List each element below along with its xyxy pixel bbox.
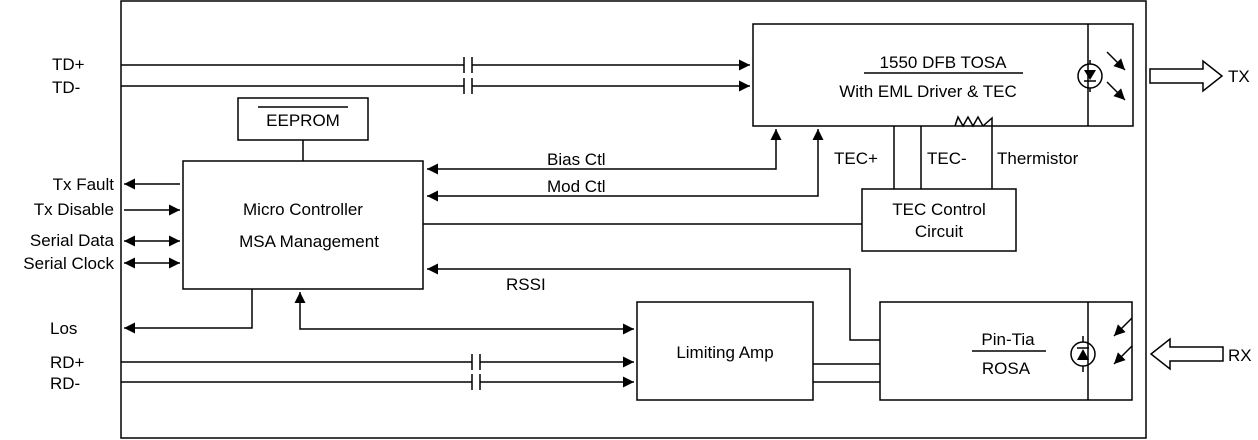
tec-control-block (861, 188, 1017, 252)
rosa-block (879, 301, 1133, 401)
los-line (124, 289, 253, 334)
serial-clock-label: Serial Clock (23, 254, 114, 273)
photodiode-icon (1070, 317, 1133, 372)
tec-plus-label: TEC+ (834, 149, 878, 168)
tosa-title: 1550 DFB TOSA (880, 53, 1008, 72)
rosa-subtitle: ROSA (982, 359, 1031, 378)
mod-ctl-label: Mod Ctl (547, 177, 606, 196)
rd-coupling-capacitor (471, 354, 481, 390)
tec-control-subtitle: Circuit (915, 222, 963, 241)
rssi-line (427, 263, 880, 341)
td-plus-label: TD+ (52, 55, 85, 74)
tosa-block (752, 23, 1134, 127)
tec-control-title: TEC Control (892, 200, 986, 219)
thermistor-label: Thermistor (997, 149, 1079, 168)
mcu-limiting-amp-link (294, 292, 634, 335)
rx-label: RX (1228, 346, 1252, 365)
tx-label: TX (1228, 67, 1250, 86)
los-label: Los (50, 319, 77, 338)
mod-ctl-line (427, 129, 824, 202)
micro-controller-title: Micro Controller (243, 200, 363, 219)
tx-fault-label: Tx Fault (53, 175, 115, 194)
rssi-label: RSSI (506, 275, 546, 294)
eeprom-block (237, 97, 369, 141)
bias-ctl-label: Bias Ctl (547, 150, 606, 169)
rd-minus-label: RD- (50, 374, 80, 393)
laser-diode-icon (1077, 51, 1126, 101)
limiting-amp-block (636, 301, 814, 401)
td-coupling-capacitor (463, 57, 473, 94)
rosa-title: Pin-Tia (981, 330, 1035, 349)
eeprom-label: EEPROM (266, 111, 340, 130)
limiting-amp-label: Limiting Amp (676, 343, 773, 362)
thermistor-icon (954, 115, 993, 189)
micro-controller-block (182, 160, 424, 290)
rx-optical-arrow (1149, 337, 1224, 371)
tx-disable-label: Tx Disable (34, 200, 114, 219)
tx-optical-arrow (1149, 59, 1224, 93)
serial-data-label: Serial Data (30, 231, 115, 250)
micro-controller-subtitle: MSA Management (239, 232, 379, 251)
td-minus-label: TD- (52, 78, 80, 97)
tec-minus-label: TEC- (927, 149, 967, 168)
limiting-amp-rosa-link (813, 363, 880, 383)
tec-lines (893, 126, 922, 189)
tosa-subtitle: With EML Driver & TEC (839, 82, 1017, 101)
rd-plus-label: RD+ (50, 353, 85, 372)
